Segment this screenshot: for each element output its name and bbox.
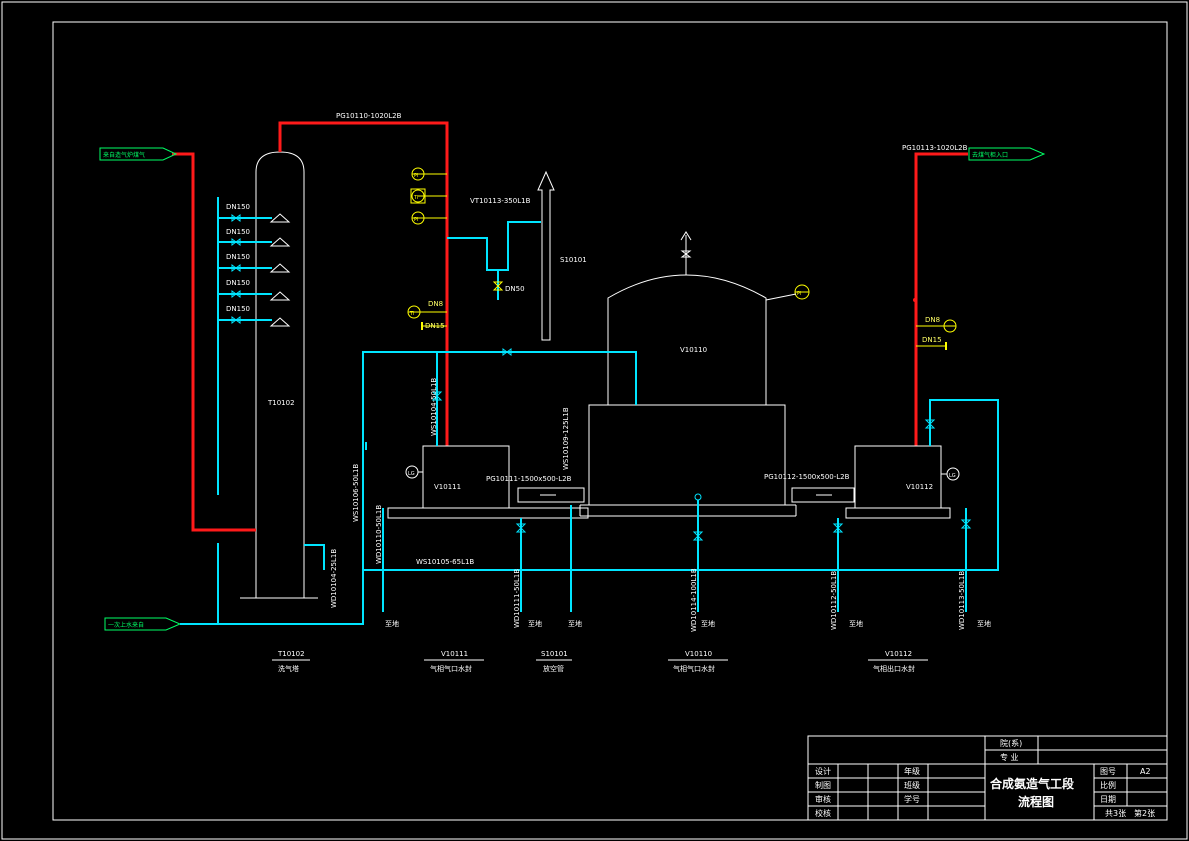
tb-scale-label: 比例 (1100, 780, 1116, 790)
caption-name: 洗气塔 (278, 664, 299, 673)
tower-spray-nozzles (269, 213, 291, 327)
caption-name: 放空管 (543, 664, 564, 673)
drain-label: 至地 (568, 619, 582, 628)
drain-label: 至地 (701, 619, 715, 628)
tb-drawing-no: A2 (1140, 767, 1151, 776)
tb-grade: 年级 (904, 766, 920, 776)
drain-label: 至地 (528, 619, 542, 628)
gas-lines (172, 121, 968, 532)
nozzle-label: DN150 (226, 253, 250, 261)
valve-dn8-right: DN8 (925, 316, 940, 324)
caption-tag: S10101 (541, 650, 568, 658)
tb-date-label: 日期 (1100, 795, 1116, 804)
water-valves (431, 348, 972, 541)
drain-label: 至地 (849, 619, 863, 628)
drawing-title: 合成氨造气工段 (990, 776, 1075, 791)
line-pg10112: PG10112-1500x500-L2B (764, 473, 850, 481)
level-gauge-2 (941, 467, 960, 481)
tb-class: 班级 (904, 780, 920, 790)
instrument-ti: TI (413, 195, 419, 201)
tower-water-header (217, 197, 272, 624)
line-ws10105: WS10105-65L1B (416, 558, 474, 566)
caption-tag: T10102 (277, 650, 305, 658)
vent-stack-tag: S10101 (560, 256, 587, 264)
tb-sheets: 共3张 (1105, 809, 1126, 818)
inlet-gas-arrow: 来自造气炉煤气 (99, 147, 178, 161)
caption-name: 气相气口水封 (430, 664, 472, 673)
nozzle-label: DN150 (226, 279, 250, 287)
tb-review: 审核 (815, 794, 831, 804)
line-vt10113: VT10113-350L1B (470, 197, 531, 205)
caption-tag: V10110 (685, 650, 712, 658)
vent-line (447, 221, 541, 300)
tb-major: 专 业 (1000, 752, 1019, 762)
level-gauge-lg2: LG (949, 473, 956, 479)
instrument-pi2: PI (414, 217, 419, 223)
water-lines (180, 351, 999, 625)
inner-border (52, 21, 1168, 821)
title-block (807, 735, 1168, 821)
seal-tank-v10112 (791, 445, 951, 519)
tb-sheet: 第2张 (1134, 808, 1155, 818)
line-ws10104: WS10104-50L1B (430, 378, 438, 436)
line-pg10113: PG10113-1020L2B (902, 144, 968, 152)
vent-drain-valve (492, 281, 504, 291)
line-wd10114: WD10114-100L1B (690, 568, 698, 632)
nozzle-label: DN150 (226, 203, 250, 211)
valve-dn50: DN50 (505, 285, 525, 293)
tower-label: T10102 (267, 399, 295, 407)
tb-drawing-no-label: 图号 (1100, 767, 1116, 776)
line-wd10113: WD10113-50L1B (958, 571, 966, 630)
gas-holder-tag: V10110 (680, 346, 707, 354)
valve-dn8-left: DN8 (428, 300, 443, 308)
line-wd10112: WD10112-50L1B (830, 571, 838, 630)
seal-v10111-tag: V10111 (434, 483, 461, 491)
tb-school: 院(系) (1000, 738, 1022, 748)
vent-stack-s10101 (537, 170, 555, 341)
inlet-water-label: 一次上水来自 (108, 621, 144, 629)
instrument-bubbles (407, 167, 957, 350)
nozzle-label: DN150 (226, 305, 250, 313)
valve-dn15-left: DN15 (425, 322, 445, 330)
drain-label: 至地 (385, 619, 399, 628)
caption-name: 气相出口水封 (873, 664, 915, 673)
washing-tower-t10102 (240, 151, 318, 599)
line-pg10110: PG10110-1020L2B (336, 112, 402, 120)
seal-tank-v10111 (387, 445, 589, 519)
nozzle-label: DN150 (226, 228, 250, 236)
level-gauge-lg1: LG (408, 471, 415, 477)
level-gauge-1 (405, 465, 423, 479)
instrument-pi3: PI (797, 291, 802, 297)
line-ws10106: WS10106-50L1B (352, 464, 360, 522)
tb-design: 设计 (815, 766, 831, 776)
outlet-gas-label: 去煤气柜入口 (972, 151, 1008, 159)
inlet-gas-label: 来自造气炉煤气 (103, 151, 145, 159)
line-wd10111: WD10111-50L1B (513, 569, 521, 628)
inlet-water-arrow: 一次上水来自 (104, 617, 182, 631)
caption-tag: V10111 (441, 650, 468, 658)
line-ws10109: WS10109-125L1B (562, 407, 570, 470)
tb-check: 校核 (815, 808, 831, 818)
valve-dn15-right: DN15 (922, 336, 942, 344)
drawing-subtitle: 流程图 (1018, 794, 1054, 809)
seal-v10112-tag: V10112 (906, 483, 933, 491)
gas-holder-v10110 (579, 231, 797, 517)
nozzle-valves (231, 214, 241, 324)
tb-draw: 制图 (815, 780, 831, 790)
caption-tag: V10112 (885, 650, 912, 658)
instrument-ti2: TI (409, 311, 415, 317)
instrument-pi: PI (414, 173, 419, 179)
line-wd10110: WD10110-50L1B (375, 505, 383, 564)
tb-student-no: 学号 (904, 794, 920, 804)
outlet-gas-arrow: 去煤气柜入口 (968, 147, 1046, 161)
caption-name: 气相气口水封 (673, 664, 715, 673)
line-wd10104: WD10104-25L1B (330, 549, 338, 608)
line-pg10111: PG10111-1500x500-L2B (486, 475, 572, 483)
drain-label: 至地 (977, 619, 991, 628)
